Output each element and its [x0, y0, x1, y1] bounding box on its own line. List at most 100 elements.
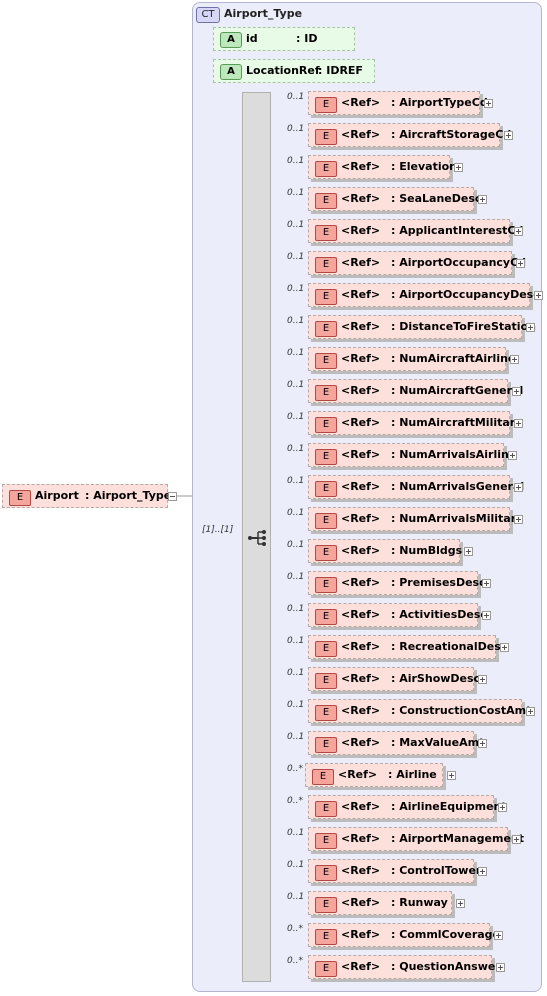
element-ref-label: <Ref> [341, 800, 381, 813]
element-ref-row[interactable]: E<Ref>: NumAircraftAirline [308, 347, 515, 371]
expand-icon[interactable] [510, 355, 519, 364]
complex-type-badge: CT [196, 7, 220, 23]
element-ref-row[interactable]: E<Ref>: Elevation [308, 155, 457, 179]
element-badge: E [9, 490, 31, 506]
element-ref-row[interactable]: E<Ref>: NumArrivalsAirline [308, 443, 516, 467]
element-ref-row[interactable]: E<Ref>: AirportOccupancyDesc [308, 283, 540, 307]
element-badge: E [315, 353, 337, 369]
element-ref-label: <Ref> [341, 512, 381, 525]
element-ref-row[interactable]: E<Ref>: DistanceToFireStation [308, 315, 536, 339]
element-ref-row[interactable]: E<Ref>: AircraftStorageCd [308, 123, 511, 147]
element-ref-row[interactable]: E<Ref>: ActivitiesDesc [308, 603, 487, 627]
element-name: : NumAircraftMilitary [391, 416, 523, 429]
element-badge: E [315, 449, 337, 465]
occurrence-label: 0..1 [287, 348, 305, 358]
element-ref-row[interactable]: E<Ref>: AirportTypeCd [308, 91, 488, 115]
expand-icon[interactable] [534, 291, 543, 300]
expand-icon[interactable] [482, 611, 491, 620]
expand-icon[interactable] [508, 451, 517, 460]
element-badge: E [315, 929, 337, 945]
expand-icon[interactable] [484, 99, 493, 108]
element-name: : Elevation [391, 160, 457, 173]
element-badge: E [315, 129, 337, 145]
collapse-icon[interactable] [168, 492, 177, 501]
occurrence-label: 0..* [287, 796, 303, 806]
element-ref-row[interactable]: E<Ref>: Runway [308, 891, 452, 915]
element-name: : Runway [391, 896, 448, 909]
element-ref-row[interactable]: E<Ref>: ApplicantInterestCd [308, 219, 523, 243]
expand-icon[interactable] [478, 675, 487, 684]
element-ref-row[interactable]: E<Ref>: NumAircraftGeneral [308, 379, 523, 403]
element-name: : CommlCoverage [391, 928, 500, 941]
attribute-id[interactable]: A id : ID [213, 27, 355, 51]
element-ref-row[interactable]: E<Ref>: MaxValueAmt [308, 731, 484, 755]
expand-icon[interactable] [516, 259, 525, 268]
expand-icon[interactable] [494, 931, 503, 940]
element-ref-row[interactable]: E<Ref>: CommlCoverage [308, 923, 500, 947]
element-badge: E [315, 97, 337, 113]
expand-icon[interactable] [456, 899, 465, 908]
element-ref-row[interactable]: E<Ref>: NumArrivalsMilitary [308, 507, 523, 531]
occurrence-label: 0..1 [287, 220, 305, 230]
element-badge: E [315, 193, 337, 209]
element-badge: E [315, 641, 337, 657]
root-element-airport[interactable]: E Airport : Airport_Type [2, 484, 172, 508]
expand-icon[interactable] [498, 803, 507, 812]
expand-icon[interactable] [496, 963, 505, 972]
expand-icon[interactable] [526, 707, 535, 716]
expand-icon[interactable] [526, 323, 535, 332]
element-ref-row[interactable]: E<Ref>: ConstructionCostAmt [308, 699, 531, 723]
element-ref-row[interactable]: E<Ref>: NumArrivalsGeneral [308, 475, 524, 499]
sequence-icon[interactable] [248, 530, 268, 546]
element-ref-label: <Ref> [341, 608, 381, 621]
expand-icon[interactable] [512, 835, 521, 844]
occurrence-label: 0..* [287, 764, 303, 774]
element-name: : NumBldgs [391, 544, 463, 557]
element-ref-row[interactable]: E<Ref>: AirportOccupancyCd [308, 251, 526, 275]
element-badge: E [315, 385, 337, 401]
element-ref-label: <Ref> [341, 736, 381, 749]
root-element-type: : Airport_Type [85, 489, 172, 502]
element-ref-label: <Ref> [341, 960, 381, 973]
expand-icon[interactable] [482, 579, 491, 588]
expand-icon[interactable] [478, 195, 487, 204]
occurrence-label: 0..1 [287, 412, 305, 422]
element-ref-row[interactable]: E<Ref>: AirlineEquipment [308, 795, 507, 819]
expand-icon[interactable] [500, 643, 509, 652]
expand-icon[interactable] [447, 771, 456, 780]
element-ref-row[interactable]: E<Ref>: RecreationalDesc [308, 635, 507, 659]
expand-icon[interactable] [464, 547, 473, 556]
expand-icon[interactable] [512, 387, 521, 396]
occurrence-label: 0..1 [287, 892, 305, 902]
element-ref-row[interactable]: E<Ref>: Airline [305, 763, 443, 787]
element-badge: E [315, 609, 337, 625]
element-badge: E [315, 833, 337, 849]
element-ref-row[interactable]: E<Ref>: AirportManagement [308, 827, 524, 851]
element-badge: E [315, 737, 337, 753]
element-ref-row[interactable]: E<Ref>: NumAircraftMilitary [308, 411, 522, 435]
element-name: : AirportTypeCd [391, 96, 488, 109]
element-badge: E [315, 225, 337, 241]
occurrence-label: 0..1 [287, 732, 305, 742]
element-ref-row[interactable]: E<Ref>: PremisesDesc [308, 571, 486, 595]
occurrence-label: 0..1 [287, 700, 305, 710]
element-name: : QuestionAnswer [391, 960, 501, 973]
element-ref-label: <Ref> [341, 192, 381, 205]
expand-icon[interactable] [514, 483, 523, 492]
occurrence-label: 0..1 [287, 316, 305, 326]
element-ref-row[interactable]: E<Ref>: SeaLaneDesc [308, 187, 481, 211]
element-ref-row[interactable]: E<Ref>: NumBldgs [308, 539, 463, 563]
expand-icon[interactable] [514, 419, 523, 428]
expand-icon[interactable] [478, 867, 487, 876]
expand-icon[interactable] [504, 131, 513, 140]
expand-icon[interactable] [454, 163, 463, 172]
element-ref-row[interactable]: E<Ref>: ControlTower [308, 859, 481, 883]
attribute-locationref[interactable]: A LocationRef : IDREF [213, 59, 375, 83]
expand-icon[interactable] [514, 227, 523, 236]
expand-icon[interactable] [478, 739, 487, 748]
element-ref-row[interactable]: E<Ref>: AirShowDesc [308, 667, 480, 691]
occurrence-label: 0..1 [287, 508, 305, 518]
element-ref-label: <Ref> [341, 416, 381, 429]
expand-icon[interactable] [514, 515, 523, 524]
element-ref-row[interactable]: E<Ref>: QuestionAnswer [308, 955, 501, 979]
